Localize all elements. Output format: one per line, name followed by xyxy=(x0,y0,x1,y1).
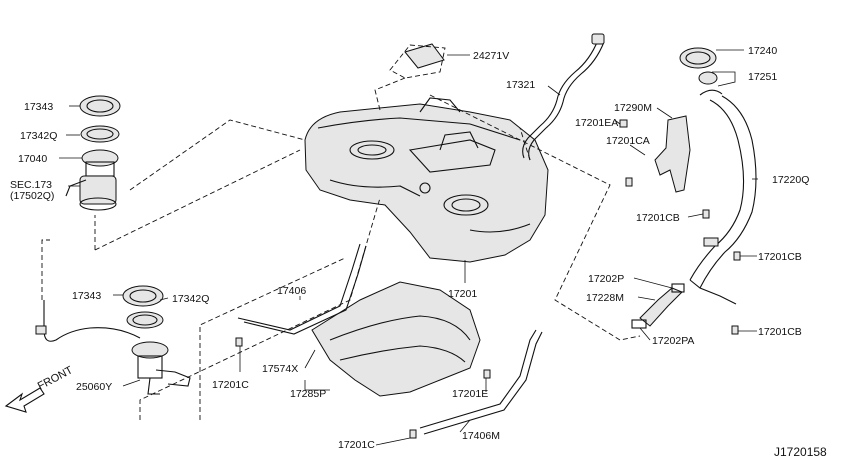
label-17342q-lower: 17342Q xyxy=(172,293,209,305)
label-17201c-bottom: 17201C xyxy=(338,439,375,451)
label-17406: 17406 xyxy=(277,285,306,297)
label-17201ea: 17201EA xyxy=(575,117,618,129)
label-sec-173-sub: (17502Q) xyxy=(10,190,54,202)
leader-lines xyxy=(59,49,758,446)
front-label: FRONT xyxy=(36,364,75,393)
label-17201: 17201 xyxy=(448,288,477,300)
label-17201cb-top: 17201CB xyxy=(636,212,680,224)
fuel-tank-17201 xyxy=(304,97,549,263)
label-17202p: 17202P xyxy=(588,273,624,285)
label-17201e: 17201E xyxy=(452,388,488,400)
label-17228m: 17228M xyxy=(586,292,624,304)
label-17201cb-bottom: 17201CB xyxy=(758,326,802,338)
wire-connector xyxy=(35,325,47,335)
label-17406m: 17406M xyxy=(462,430,500,442)
label-17290m: 17290M xyxy=(614,102,652,114)
sender-wire xyxy=(43,300,141,342)
label-25060y: 25060Y xyxy=(76,381,112,393)
bolt-clips xyxy=(235,119,741,439)
label-17202pa: 17202PA xyxy=(652,335,694,347)
label-17201ca: 17201CA xyxy=(606,135,650,147)
label-17343-upper: 17343 xyxy=(24,101,53,113)
diagram-id: J1720158 xyxy=(774,445,827,459)
fuel-pump-assy-lower xyxy=(122,285,191,395)
reference-lines xyxy=(41,44,641,420)
strap-17406m xyxy=(419,329,543,435)
label-17285p: 17285P xyxy=(290,388,326,400)
part-labels: 24271V 17321 17240 17251 17343 17342Q 17… xyxy=(10,45,827,459)
hose-17228m xyxy=(631,283,685,329)
fuel-pump-assy-upper xyxy=(65,95,121,211)
label-24271v: 24271V xyxy=(473,50,509,62)
label-17343-lower: 17343 xyxy=(72,290,101,302)
front-arrow: FRONT xyxy=(4,364,75,413)
label-sec-173: SEC.173 xyxy=(10,179,52,191)
bracket-17290m xyxy=(654,115,691,193)
label-17201cb-mid: 17201CB xyxy=(758,251,802,263)
filler-tube-17220q xyxy=(679,47,757,305)
plate-24271v xyxy=(404,43,445,69)
label-17040: 17040 xyxy=(18,153,47,165)
label-17251: 17251 xyxy=(748,71,777,83)
heat-shield-17285p xyxy=(311,281,481,397)
label-17240: 17240 xyxy=(748,45,777,57)
label-17321: 17321 xyxy=(506,79,535,91)
label-17201c-left: 17201C xyxy=(212,379,249,391)
label-17574x: 17574X xyxy=(262,363,298,375)
label-17220q: 17220Q xyxy=(772,174,809,186)
label-17342q-upper: 17342Q xyxy=(20,130,57,142)
